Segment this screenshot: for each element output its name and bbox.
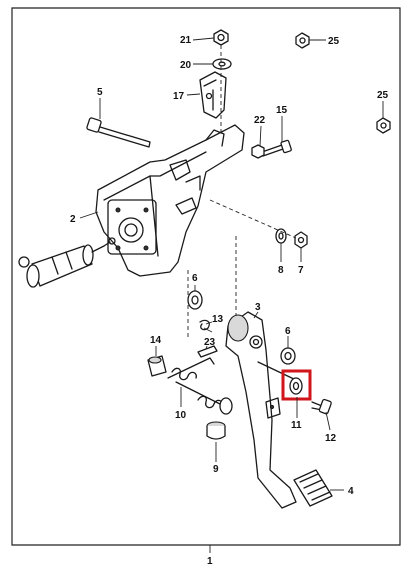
clip-13 [199,319,210,331]
callout-4: 4 [348,486,354,497]
callout-6-left: 6 [192,273,198,284]
callout-23: 23 [204,337,216,348]
nut-21 [213,29,229,46]
pedal-bracket-2 [95,124,245,277]
bolt-15 [261,139,292,157]
stopper-14 [147,355,167,377]
stopper-9 [206,421,226,440]
bracket-17 [199,71,227,119]
master-cylinder [18,237,116,288]
callout-7: 7 [298,265,304,276]
bushing-11 [281,369,312,401]
bolt-5 [86,117,151,148]
callout-10: 10 [175,410,187,421]
callout-12: 12 [325,433,337,444]
nut-7 [294,231,308,249]
callout-1: 1 [207,556,213,567]
callout-3: 3 [255,302,261,313]
callout-11: 11 [291,420,302,431]
callout-20: 20 [180,60,192,71]
leader-lines [79,37,384,491]
nut-22 [251,144,265,159]
spring-10 [167,357,223,409]
nut-25-top [295,32,310,49]
bushing-6-right [280,347,296,365]
callout-21: 21 [180,35,192,46]
pedal-arm-3 [225,311,297,509]
bolt-12 [311,398,332,415]
callout-2: 2 [70,214,76,225]
callout-14: 14 [150,335,162,346]
nut-25-right [376,117,391,134]
callout-15: 15 [276,105,288,116]
callout-8: 8 [278,265,284,276]
callout-13: 13 [212,314,224,325]
highlight-box-11 [281,369,312,401]
callout-22: 22 [254,115,266,126]
callout-6-right: 6 [285,326,291,337]
washer-20 [212,58,232,70]
pin-23 [197,345,218,358]
axis-pivot-bolt [209,199,297,239]
pedal-pad-4 [293,469,333,507]
bushing-6-left [187,290,203,310]
callout-5: 5 [97,87,103,98]
callout-25-right: 25 [377,90,389,101]
callout-17: 17 [173,91,185,102]
callout-25-top: 25 [328,36,340,47]
bushing-spring [219,397,233,415]
callout-9: 9 [213,464,219,475]
